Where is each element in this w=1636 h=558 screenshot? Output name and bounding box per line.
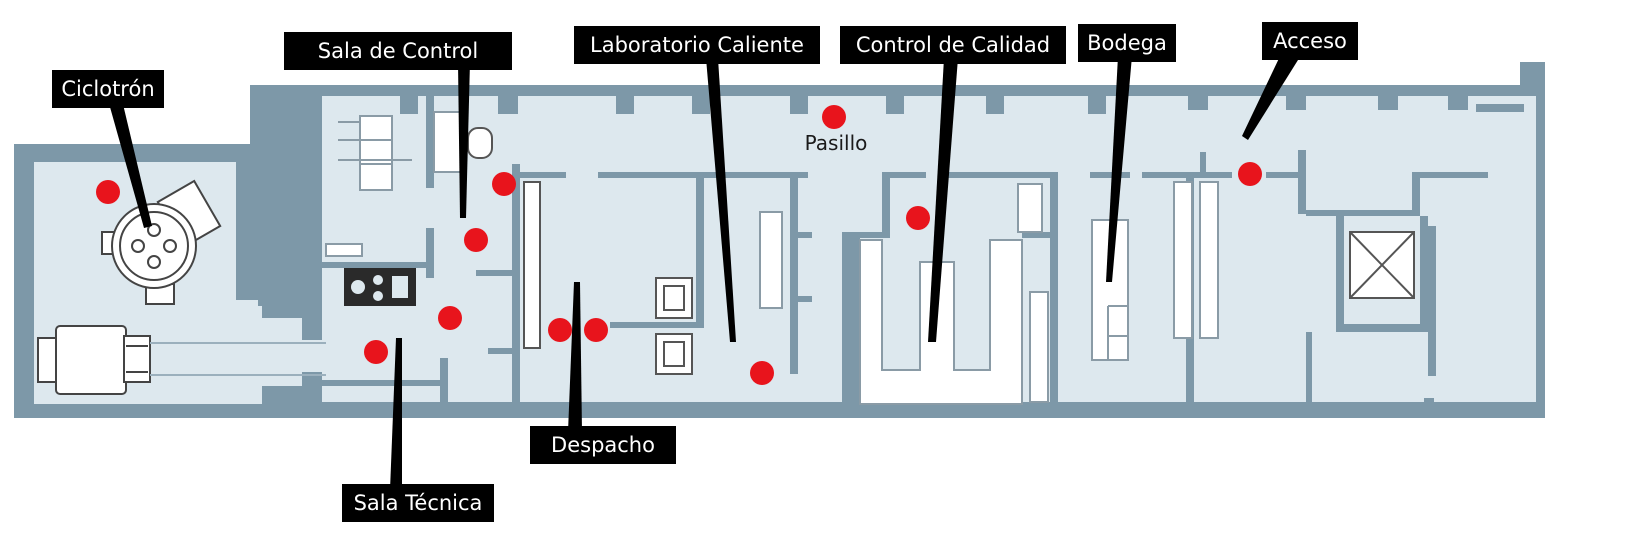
tech-machine	[344, 268, 416, 306]
svg-text:Sala Técnica: Sala Técnica	[354, 491, 483, 515]
marker	[438, 306, 462, 330]
svg-text:Ciclotrón: Ciclotrón	[61, 77, 154, 101]
callout-acceso: Acceso	[1262, 22, 1358, 60]
marker	[584, 318, 608, 342]
callout-despacho: Despacho	[530, 426, 676, 464]
svg-text:Laboratorio Caliente: Laboratorio Caliente	[590, 33, 804, 57]
elevator-icon	[1349, 231, 1415, 299]
marker	[750, 361, 774, 385]
callout-laboratorio-caliente: Laboratorio Caliente	[574, 26, 820, 64]
marker	[96, 180, 120, 204]
control-desk	[359, 115, 393, 191]
marker	[548, 318, 572, 342]
callout-bodega: Bodega	[1078, 24, 1176, 62]
callout-control-calidad: Control de Calidad	[840, 26, 1066, 64]
svg-text:Bodega: Bodega	[1087, 31, 1167, 55]
marker	[822, 105, 846, 129]
svg-text:Despacho: Despacho	[551, 433, 655, 457]
callout-sala-tecnica: Sala Técnica	[342, 484, 494, 522]
room-label-pasillo: Pasillo	[805, 131, 868, 155]
svg-text:Sala de Control: Sala de Control	[318, 39, 478, 63]
marker	[364, 340, 388, 364]
beam-line	[37, 325, 151, 395]
callout-sala-control: Sala de Control	[284, 32, 512, 70]
equipment	[325, 111, 1415, 405]
cyclotron-machine	[37, 179, 326, 395]
marker	[1238, 162, 1262, 186]
marker	[492, 172, 516, 196]
callout-ciclotron: Ciclotrón	[52, 70, 164, 108]
marker	[464, 228, 488, 252]
location-markers	[96, 105, 1262, 385]
marker	[906, 206, 930, 230]
svg-text:Control de Calidad: Control de Calidad	[856, 33, 1050, 57]
svg-text:Acceso: Acceso	[1273, 29, 1347, 53]
callout-pointers	[108, 52, 1298, 490]
